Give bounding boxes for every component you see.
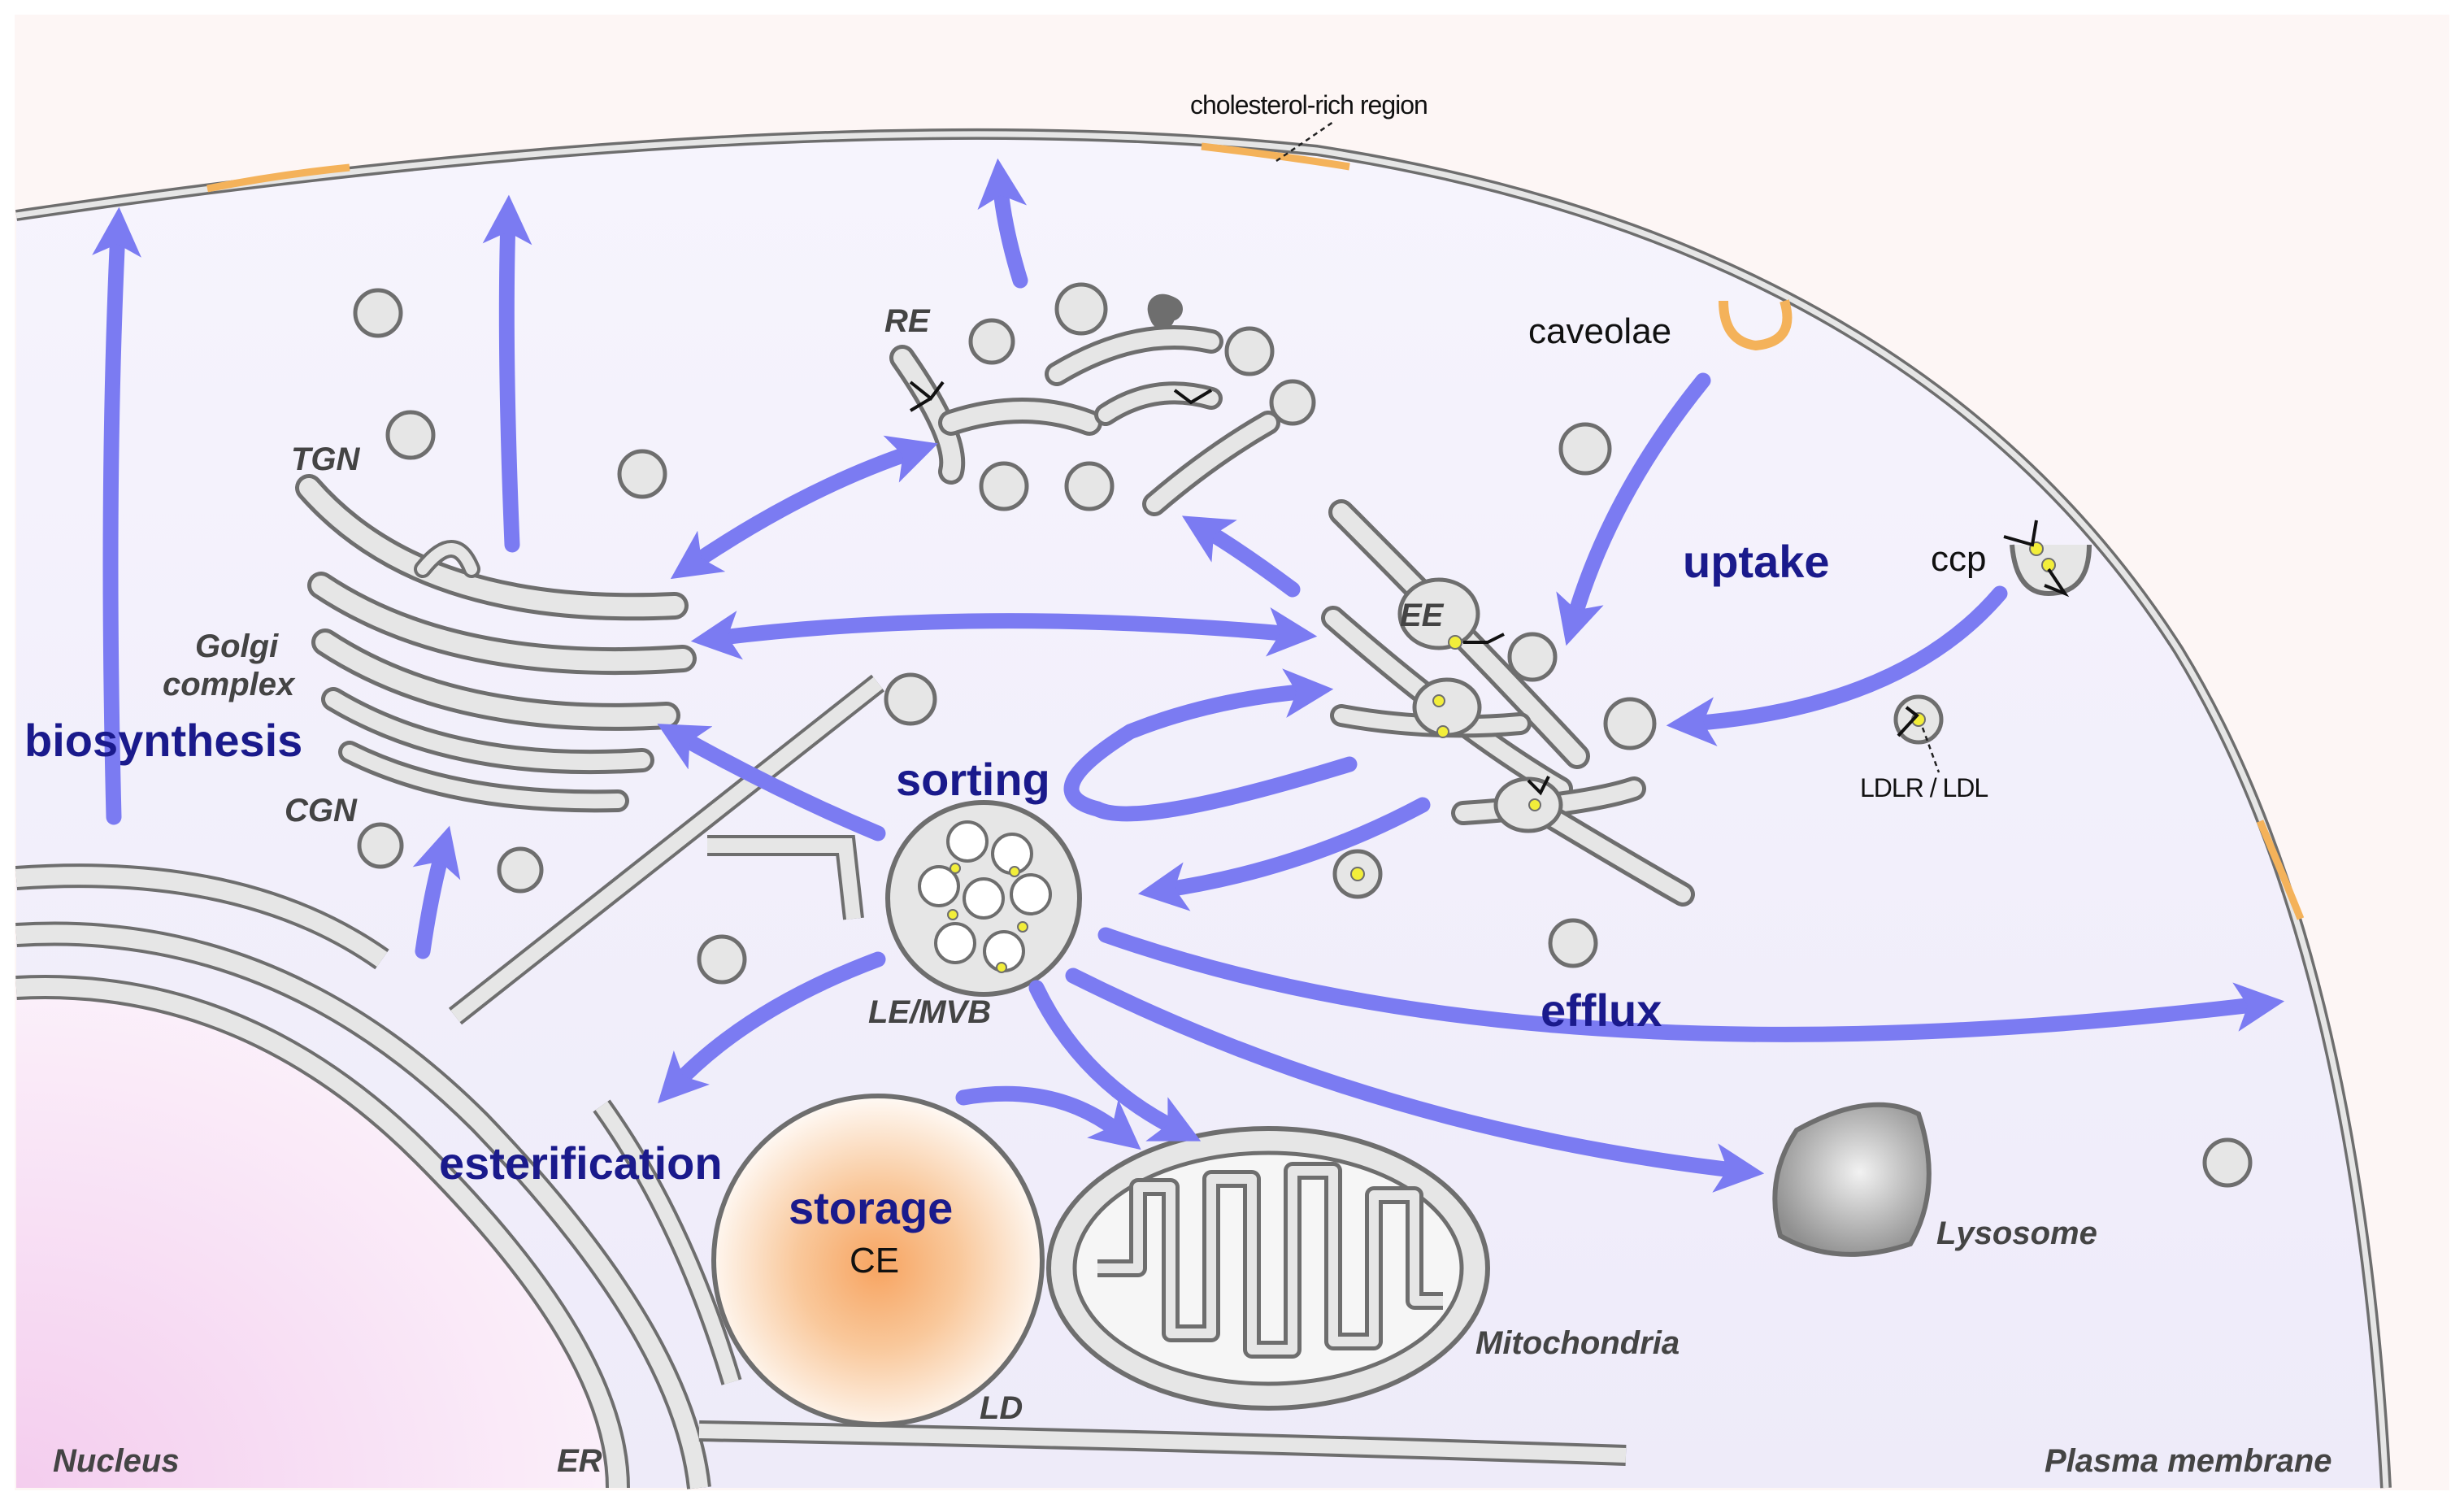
caveola bbox=[1719, 299, 1793, 351]
le-mvb bbox=[885, 800, 1082, 997]
er-tubule-1 bbox=[450, 676, 883, 1023]
ee-ldl-2 bbox=[1432, 694, 1445, 707]
arrow-mvb-to-lysosome bbox=[1065, 968, 1765, 1193]
efflux-label: efflux bbox=[1541, 985, 1662, 1036]
cholesterol-rich-region-3 bbox=[2256, 820, 2305, 920]
nucleus bbox=[16, 987, 618, 1488]
er-sheet-1 bbox=[15, 924, 708, 1489]
transport-vesicles bbox=[353, 282, 2253, 1188]
ccp-label: ccp bbox=[1931, 539, 1986, 579]
re-label: RE bbox=[884, 303, 931, 339]
cgn-label: CGN bbox=[285, 793, 358, 828]
arrow-efflux bbox=[1097, 927, 2285, 1042]
biosynthesis-label: biosynthesis bbox=[24, 715, 302, 766]
uptake-label: uptake bbox=[1683, 536, 1830, 587]
er-sheet-2 bbox=[15, 867, 388, 967]
arrow-ee-to-re bbox=[1181, 515, 1301, 598]
mitochondria-label: Mitochondria bbox=[1475, 1325, 1680, 1361]
cholesterol-leader-line bbox=[1275, 120, 1334, 163]
golgi-complex bbox=[295, 474, 697, 813]
arrow-golgi-up bbox=[482, 194, 532, 553]
ee-receptor-2 bbox=[1527, 776, 1550, 796]
lipid-droplet bbox=[711, 1094, 1045, 1427]
cholesterol-rich-region-2 bbox=[1201, 142, 1350, 171]
sorting-label: sorting bbox=[896, 754, 1050, 805]
er-label: ER bbox=[557, 1443, 602, 1479]
ce-label: CE bbox=[850, 1241, 899, 1281]
storage-label: storage bbox=[789, 1182, 953, 1233]
re-receptor-2 bbox=[1173, 389, 1213, 405]
arrow-ld-to-mitochondria bbox=[955, 1085, 1141, 1150]
pathway-arrows bbox=[92, 158, 2285, 1193]
le-mvb-label: LE/MVB bbox=[868, 994, 991, 1030]
golgi-label-line1: Golgi bbox=[195, 628, 279, 664]
ldlr-leader-line bbox=[1921, 727, 1940, 773]
er-tubule-3 bbox=[698, 1424, 1627, 1463]
arrow-ee-to-mvb bbox=[1137, 797, 1431, 911]
esterification-label: esterification bbox=[439, 1137, 723, 1189]
ee-ldl-1 bbox=[1448, 635, 1462, 650]
arrow-golgi-re bbox=[670, 435, 938, 580]
recycling-endosome bbox=[889, 294, 1280, 516]
arrow-mvb-to-er bbox=[658, 951, 886, 1104]
re-receptor-1 bbox=[909, 381, 945, 412]
lysosome bbox=[1772, 1102, 1932, 1257]
nucleus-label: Nucleus bbox=[53, 1443, 180, 1479]
cholesterol-rich-region-label: cholesterol-rich region bbox=[1190, 90, 1428, 120]
arrow-biosynthesis-up bbox=[92, 207, 141, 825]
arrow-golgi-ee bbox=[690, 607, 1318, 660]
arrow-caveolae-to-ee bbox=[1556, 372, 1711, 646]
ee-bulb-1 bbox=[1397, 577, 1480, 650]
ee-receptor-1 bbox=[1463, 633, 1505, 644]
caveolae-label: caveolae bbox=[1528, 311, 1671, 351]
arrow-mvb-to-golgi bbox=[657, 724, 886, 841]
ldlr-receptor bbox=[1897, 706, 1919, 737]
nuclear-envelope bbox=[15, 978, 627, 1489]
arrow-mvb-to-mitochondria bbox=[1028, 980, 1202, 1142]
tgn-label: TGN bbox=[291, 441, 361, 477]
arrow-er-to-golgi bbox=[412, 825, 461, 959]
arrow-ccp-to-ee bbox=[1666, 585, 2008, 746]
mitochondrion bbox=[1046, 1126, 1490, 1411]
arrow-re-up bbox=[977, 158, 1028, 289]
lysosome-label: Lysosome bbox=[1936, 1215, 2097, 1251]
golgi-label-line2: complex bbox=[163, 667, 296, 702]
er-tubule-4 bbox=[595, 1101, 739, 1385]
arrow-sorting-loop bbox=[1063, 668, 1358, 822]
ldlr-ldl-label: LDLR / LDL bbox=[1860, 773, 1988, 802]
er-tubule-2 bbox=[707, 838, 861, 920]
ld-label: LD bbox=[980, 1390, 1023, 1426]
ee-ldl-4 bbox=[1528, 798, 1541, 811]
vesicle-ldl bbox=[1350, 867, 1365, 881]
plasma-membrane-inner bbox=[15, 131, 2389, 1489]
ccp-receptors bbox=[2003, 520, 2070, 598]
ee-ldl-3 bbox=[1436, 725, 1449, 738]
cholesterol-rich-region-1 bbox=[206, 163, 350, 193]
plasma-membrane-label: Plasma membrane bbox=[2045, 1443, 2332, 1479]
ee-label: EE bbox=[1400, 598, 1445, 633]
